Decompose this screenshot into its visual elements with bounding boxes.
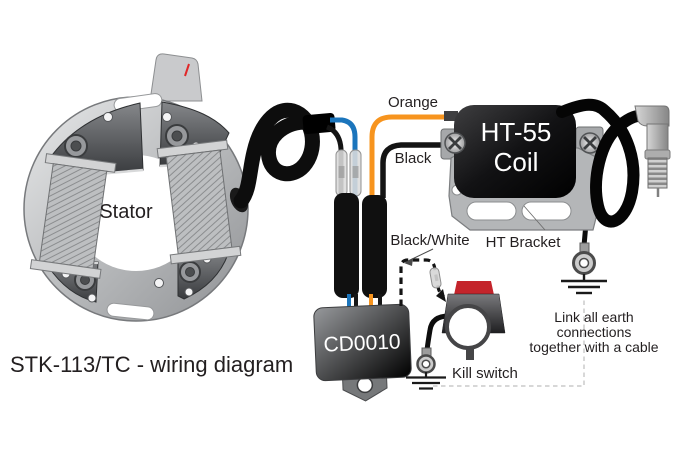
stator-cable [233,102,329,209]
earth-note-line3: together with a cable [529,339,658,355]
cdi-box: CD0010 [313,303,412,402]
stator-coil-left [29,153,117,279]
bullet-connector-icon [429,267,442,289]
wire-label-orange: Orange [388,94,438,111]
kill-switch [424,281,506,360]
ring-terminal-icon [416,347,436,374]
wire-label-black-white: Black/White [390,232,469,249]
coil-label-line2: Coil [494,147,539,177]
earth-ground-icon [406,372,446,390]
coil-label-line1: HT-55 [481,117,552,147]
kill-switch-label: Kill switch [452,365,518,382]
earth-note-line1: Link all earth [554,309,633,325]
kill-switch-earth-wire [424,313,450,351]
wire-orange [369,114,449,198]
stator-timing-mark [184,63,190,77]
wire-arrowhead [436,289,446,302]
ignition-coil: HT-55 Coil [454,105,576,198]
terminal-screw-icon [444,132,466,154]
cable-sheath-right [362,195,387,298]
earth-ground-icon [561,274,607,295]
coil-orange-terminal [444,111,458,121]
ht-bracket-label: HT Bracket [486,234,562,251]
bullet-connector-icon [335,149,348,197]
ring-terminal-icon [572,242,596,275]
wire-black-coil [380,142,444,198]
stator-slot-bottom [106,302,155,321]
wire-blue-stator [330,117,358,198]
bullet-connector-icon [349,149,362,197]
label-pointer-arrow [404,258,413,266]
ht-lead [556,98,653,228]
spark-plug-cap-icon [634,105,670,153]
kill-switch-clamp [445,304,491,350]
cable-sheath-left [334,193,359,298]
earth-link-dashed-line [433,297,585,387]
stator-graphic: Stator [23,53,249,322]
earth-note-line2: connections [557,324,632,340]
kill-switch-button [454,281,494,295]
wire-black-stator [325,124,344,198]
stator-label: Stator [99,201,153,223]
stator-coil-right [156,139,242,265]
spark-plug-icon [644,149,671,197]
bracket-pointer-line [523,205,546,231]
wire-label-black: Black [395,150,432,167]
kill-switch-clamp-bolt [466,344,474,360]
page-title: STK-113/TC - wiring diagram [10,352,293,377]
cdi-label: CD0010 [323,330,401,356]
